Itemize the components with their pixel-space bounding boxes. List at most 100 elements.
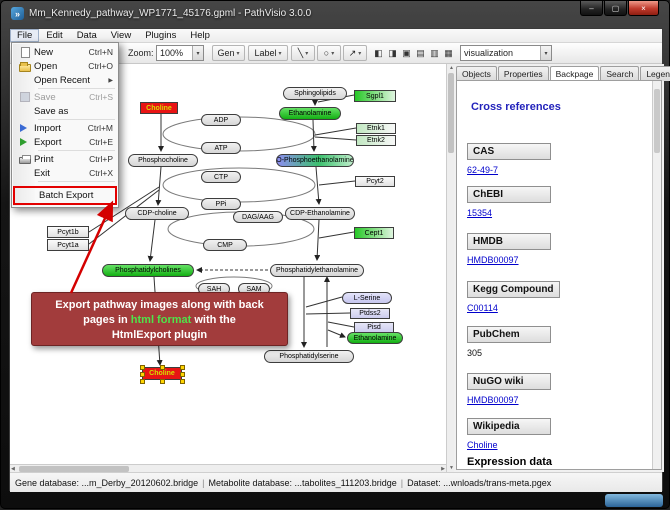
menu-item-open[interactable]: Open Ctrl+O xyxy=(12,59,118,73)
pathway-node[interactable]: CTP xyxy=(201,171,241,183)
selection-handle[interactable] xyxy=(180,379,185,384)
scrollbar-thumb[interactable] xyxy=(448,73,454,153)
crossref-link[interactable]: C00114 xyxy=(467,303,498,313)
menu-item-exit[interactable]: Exit Ctrl+X xyxy=(12,166,118,180)
align-center-y-icon[interactable]: ◨ xyxy=(388,48,397,58)
line-tool-button[interactable]: ╲ ▾ xyxy=(291,45,315,61)
crossref-link[interactable]: 62-49-7 xyxy=(467,165,499,175)
selection-handle[interactable] xyxy=(180,365,185,370)
scroll-up-icon[interactable]: ▲ xyxy=(449,65,454,71)
tab-objects[interactable]: Objects xyxy=(456,66,497,81)
scroll-down-icon[interactable]: ▼ xyxy=(449,465,454,471)
connector-tool-button[interactable]: ↗ ▾ xyxy=(343,45,367,61)
pathway-node[interactable]: Pcyt1a xyxy=(47,239,89,251)
gene-node-label: Gen xyxy=(217,48,235,58)
visualization-select[interactable]: visualization ▾ xyxy=(460,45,552,61)
pathway-node[interactable]: CDP-Ethanolamine xyxy=(285,207,355,220)
chevron-down-icon[interactable]: ▾ xyxy=(192,46,203,60)
chevron-down-icon[interactable]: ▾ xyxy=(305,50,309,57)
canvas-vertical-scrollbar[interactable]: ▲ ▼ xyxy=(446,64,454,472)
tab-backpage[interactable]: Backpage xyxy=(549,66,600,82)
pathway-node[interactable]: L-Serine xyxy=(342,292,392,304)
align-center-x-icon[interactable]: ◧ xyxy=(374,48,383,58)
pathway-node[interactable]: CMP xyxy=(203,239,247,251)
pathway-node[interactable]: Ptdss2 xyxy=(350,308,390,319)
pathway-node[interactable]: Ethanolamine xyxy=(279,107,341,120)
tab-properties[interactable]: Properties xyxy=(497,66,549,81)
stack-horizontal-icon[interactable]: ▥ xyxy=(430,48,439,58)
menu-item-save-as[interactable]: Save as xyxy=(12,104,118,118)
close-button[interactable]: × xyxy=(628,1,659,16)
scrollbar-thumb[interactable] xyxy=(654,89,660,153)
crossref-link[interactable]: HMDB00097 xyxy=(467,395,519,405)
tab-search[interactable]: Search xyxy=(600,66,640,81)
menu-view[interactable]: View xyxy=(110,30,132,41)
menu-item-import[interactable]: Import Ctrl+M xyxy=(12,121,118,135)
pathway-node-selected[interactable]: Choline xyxy=(140,365,185,384)
canvas-horizontal-scrollbar[interactable]: ◀ ▶ xyxy=(10,464,446,472)
pathway-node[interactable]: Pcyt1b xyxy=(47,226,89,238)
selection-handle[interactable] xyxy=(160,365,165,370)
pathway-node[interactable]: Pcyt2 xyxy=(355,176,395,187)
pathway-node[interactable]: Choline xyxy=(140,102,178,114)
group-icon[interactable]: ▦ xyxy=(444,48,453,58)
minimize-button[interactable]: – xyxy=(580,1,603,16)
selection-handle[interactable] xyxy=(160,379,165,384)
selection-handle[interactable] xyxy=(140,365,145,370)
common-size-icon[interactable]: ▣ xyxy=(402,48,411,58)
pathway-node[interactable]: Sgpl1 xyxy=(354,90,396,102)
zoom-combo[interactable]: 100% ▾ xyxy=(156,45,204,61)
pathway-node[interactable]: Etnk1 xyxy=(356,123,396,134)
menu-item-print[interactable]: Print Ctrl+P xyxy=(12,152,118,166)
selection-handle[interactable] xyxy=(140,379,145,384)
chevron-down-icon[interactable]: ▾ xyxy=(540,46,551,60)
menu-data[interactable]: Data xyxy=(76,30,97,41)
pathway-node[interactable]: Etnk2 xyxy=(356,135,396,146)
pathway-node[interactable]: CDP-choline xyxy=(125,207,189,220)
label-node-button[interactable]: Label ▾ xyxy=(248,45,288,61)
pathway-node[interactable]: Phosphatidylethanolamine xyxy=(270,264,364,277)
crossref-section: Kegg Compound C00114 xyxy=(467,279,647,313)
menu-plugins[interactable]: Plugins xyxy=(145,30,177,41)
titlebar[interactable]: » Mm_Kennedy_pathway_WP1771_45176.gpml -… xyxy=(1,1,669,28)
scroll-left-icon[interactable]: ◀ xyxy=(11,466,15,472)
shape-tool-button[interactable]: ○ ▾ xyxy=(317,45,341,61)
maximize-button[interactable]: ▢ xyxy=(604,1,627,16)
backpage-scrollbar[interactable] xyxy=(652,81,661,469)
pathway-node[interactable]: Phosphatidylserine xyxy=(264,350,354,363)
pathway-node[interactable]: O-Phosphoethanolamine xyxy=(276,154,354,167)
menu-help[interactable]: Help xyxy=(190,30,210,41)
menu-item-new[interactable]: New Ctrl+N xyxy=(12,45,118,59)
chevron-down-icon[interactable]: ▾ xyxy=(331,50,335,57)
scroll-right-icon[interactable]: ▶ xyxy=(441,466,445,472)
pathway-node[interactable]: ATP xyxy=(201,142,241,154)
toolbar: Zoom: 100% ▾ Gen ▾ Label ▾ ╲ ▾ ○ ▾ xyxy=(10,43,662,64)
selection-handle[interactable] xyxy=(140,372,145,377)
menu-item-label: Save as xyxy=(34,105,69,117)
gene-node-button[interactable]: Gen ▾ xyxy=(212,45,245,61)
chevron-down-icon[interactable]: ▾ xyxy=(358,50,362,57)
open-folder-icon xyxy=(16,61,34,72)
selection-handle[interactable] xyxy=(180,372,185,377)
pathway-node[interactable]: Phosphatidylcholines xyxy=(102,264,194,277)
pathway-node[interactable]: ADP xyxy=(201,114,241,126)
crossref-link[interactable]: 15354 xyxy=(467,208,493,218)
crossref-link[interactable]: Choline xyxy=(467,440,498,450)
pathway-node[interactable]: Ethanolamine xyxy=(347,332,403,344)
tab-legend[interactable]: Legend xyxy=(640,66,670,81)
scrollbar-thumb[interactable] xyxy=(19,466,129,472)
chevron-down-icon[interactable]: ▾ xyxy=(278,50,282,57)
pathway-node[interactable]: Cept1 xyxy=(354,227,394,239)
chevron-down-icon[interactable]: ▾ xyxy=(236,50,240,57)
pathway-node[interactable]: PPi xyxy=(201,198,241,210)
menu-item-batch-export[interactable]: Batch Export xyxy=(13,186,117,205)
menu-file[interactable]: File xyxy=(10,29,40,42)
menu-item-open-recent[interactable]: Open Recent ▶ xyxy=(12,73,118,87)
menu-item-export[interactable]: Export Ctrl+E xyxy=(12,135,118,149)
menu-edit[interactable]: Edit xyxy=(46,30,63,41)
pathway-node[interactable]: Sphingolipids xyxy=(283,87,347,100)
crossref-link[interactable]: HMDB00097 xyxy=(467,255,519,265)
pathway-node[interactable]: DAG/AAG xyxy=(233,211,283,223)
pathway-node[interactable]: Phosphocholine xyxy=(128,154,198,167)
stack-vertical-icon[interactable]: ▤ xyxy=(416,48,425,58)
